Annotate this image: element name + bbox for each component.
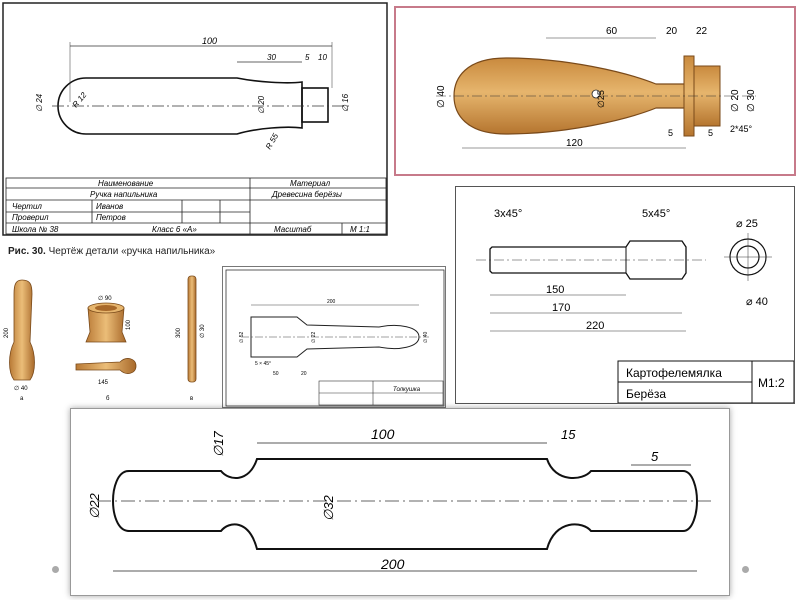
wooden-items-svg: 200 ∅ 40 а ∅ 90 100 145 б 300 ∅ 30 в — [4, 275, 206, 402]
c-tb-name: Картофелемялка — [626, 366, 722, 380]
sheet-frame — [2, 2, 388, 236]
caption-text: Чертёж детали «ручка напильника» — [45, 246, 216, 257]
wooden-handle-svg: 60 20 22 ∅ 40 ∅25 ∅ 20 ∅ 30 120 5 5 2*45… — [436, 26, 757, 149]
c-dim-dia-25: ⌀ 25 — [736, 218, 758, 230]
item-pestle — [75, 358, 137, 374]
render-wooden-items: 200 ∅ 40 а ∅ 90 100 145 б 300 ∅ 30 в — [2, 272, 218, 402]
tb-material-header: Материал — [290, 179, 331, 188]
d-h-100: 100 — [126, 319, 132, 330]
dim-100: 100 — [202, 36, 217, 46]
d-len-145: 145 — [98, 380, 109, 386]
c-dim-150: 150 — [546, 284, 564, 296]
f-dim-200: 200 — [380, 556, 405, 572]
b-dim-20: 20 — [666, 26, 678, 37]
tb-material: Древесина берёзы — [271, 190, 342, 199]
dim-5: 5 — [305, 53, 310, 62]
dim-r12: R 12 — [71, 90, 89, 109]
d-dia-30: ∅ 30 — [199, 324, 206, 338]
e-dim-dia-40: ∅ 40 — [423, 331, 429, 343]
tb-name-header: Наименование — [98, 179, 154, 188]
title-block — [5, 177, 387, 235]
dim-r55: R 55 — [264, 131, 281, 151]
tb-scale: М 1:1 — [350, 225, 370, 234]
dim-10: 10 — [318, 53, 327, 62]
render-wooden-handle: 60 20 22 ∅ 40 ∅25 ∅ 20 ∅ 30 120 5 5 2*45… — [394, 6, 796, 176]
f-dim-dia-17: ∅17 — [211, 430, 226, 457]
f-dim-100: 100 — [371, 426, 395, 442]
b-dim-60: 60 — [606, 26, 618, 37]
drawing-rolling-pin: 100 ∅17 15 5 ∅22 ∅32 200 — [70, 408, 730, 596]
b-dim-dia-40: ∅ 40 — [436, 85, 447, 108]
dim-dia-24: ∅ 24 — [35, 93, 44, 112]
tb-school: Школа № 38 — [12, 225, 59, 234]
dim-dia-16: ∅ 16 — [341, 93, 350, 112]
c-dim-dia-40: ⌀ 40 — [746, 296, 768, 308]
e-dim-50: 50 — [273, 371, 279, 377]
d-len-300: 300 — [176, 327, 182, 338]
f-dim-dia-22: ∅22 — [87, 492, 102, 519]
d-label-a: а — [20, 396, 24, 402]
d-label-c: в — [190, 396, 193, 402]
tb-drew-label: Чертил — [12, 202, 42, 211]
c-dim-220: 220 — [586, 320, 604, 332]
file-handle-svg: 100 30 5 10 ∅ 24 R 12 ∅ 20 ∅ 16 R 55 Наи… — [2, 2, 388, 236]
pin-outline — [111, 458, 699, 550]
tolkushka-outline — [250, 316, 420, 358]
e-dim-dia-22: ∅ 22 — [311, 331, 317, 343]
hole-marker — [591, 89, 601, 99]
e-dim-200: 200 — [327, 299, 336, 305]
e-dim-dia-52: ∅ 52 — [239, 331, 245, 343]
d-dia-40: ∅ 40 — [14, 385, 28, 392]
drawing-tolkushka: 200 ∅ 52 ∅ 22 ∅ 40 5 × 45° 50 20 Толкушк… — [222, 266, 446, 408]
b-dim-dia-25: ∅25 — [596, 90, 606, 108]
b-dim-dia-20: ∅ 20 — [730, 89, 741, 112]
d-dia-90: ∅ 90 — [98, 295, 112, 302]
c-title-block — [617, 360, 794, 403]
caption-number: Рис. 30. — [8, 246, 46, 257]
e-chamfer: 5 × 45° — [255, 361, 271, 367]
b-chamfer: 2*45° — [730, 124, 753, 134]
b-dim-5: 5 — [668, 128, 673, 138]
c-chamfer-2: 5x45° — [642, 208, 670, 220]
dim-30: 30 — [267, 53, 276, 62]
drawing-potato-masher: 3x45° 5x45° ⌀ 25 ⌀ 40 150 170 220 Картоф… — [455, 186, 795, 404]
nav-next-dot[interactable] — [742, 566, 749, 573]
e-title: Толкушка — [393, 387, 421, 393]
f-dim-15: 15 — [561, 427, 576, 442]
c-chamfer-1: 3x45° — [494, 208, 522, 220]
d-label-b: б — [106, 396, 110, 402]
c-tb-material: Берёза — [626, 387, 666, 401]
tolkushka-svg: 200 ∅ 52 ∅ 22 ∅ 40 5 × 45° 50 20 Толкушк… — [225, 269, 445, 407]
figure-caption: Рис. 30. Чертёж детали «ручка напильника… — [8, 246, 215, 257]
e-title-block — [318, 380, 444, 406]
f-dim-dia-32: ∅32 — [321, 494, 336, 521]
b-dim-120: 120 — [566, 138, 583, 149]
f-dim-5: 5 — [651, 449, 659, 464]
handle-tang — [301, 87, 329, 123]
d-len-200: 200 — [4, 327, 10, 338]
tb-class: Класс 6 «А» — [152, 225, 197, 234]
rolling-pin-svg: 100 ∅17 15 5 ∅22 ∅32 200 — [87, 426, 713, 572]
tb-drew-name: Иванов — [96, 202, 123, 211]
e-dim-20: 20 — [301, 371, 307, 377]
b-dim-22: 22 — [696, 26, 708, 37]
drawing-file-handle: 100 30 5 10 ∅ 24 R 12 ∅ 20 ∅ 16 R 55 Наи… — [2, 2, 388, 260]
dim-dia-20: ∅ 20 — [257, 95, 266, 114]
b-dim-5b: 5 — [708, 128, 713, 138]
handle-outline — [57, 77, 303, 135]
item-rolling-pin — [187, 275, 197, 383]
c-tb-scale: М1:2 — [758, 376, 785, 390]
potato-masher-svg: 3x45° 5x45° ⌀ 25 ⌀ 40 150 170 220 Картоф… — [476, 208, 794, 403]
nav-prev-dot[interactable] — [52, 566, 59, 573]
item-masher — [9, 279, 35, 381]
tb-part-name: Ручка напильника — [90, 190, 158, 199]
tb-checked-label: Проверил — [12, 213, 49, 222]
b-dim-dia-30: ∅ 30 — [746, 89, 757, 112]
tb-scale-label: Масштаб — [274, 225, 312, 234]
tb-checked-name: Петров — [96, 213, 126, 222]
c-dim-170: 170 — [552, 302, 570, 314]
